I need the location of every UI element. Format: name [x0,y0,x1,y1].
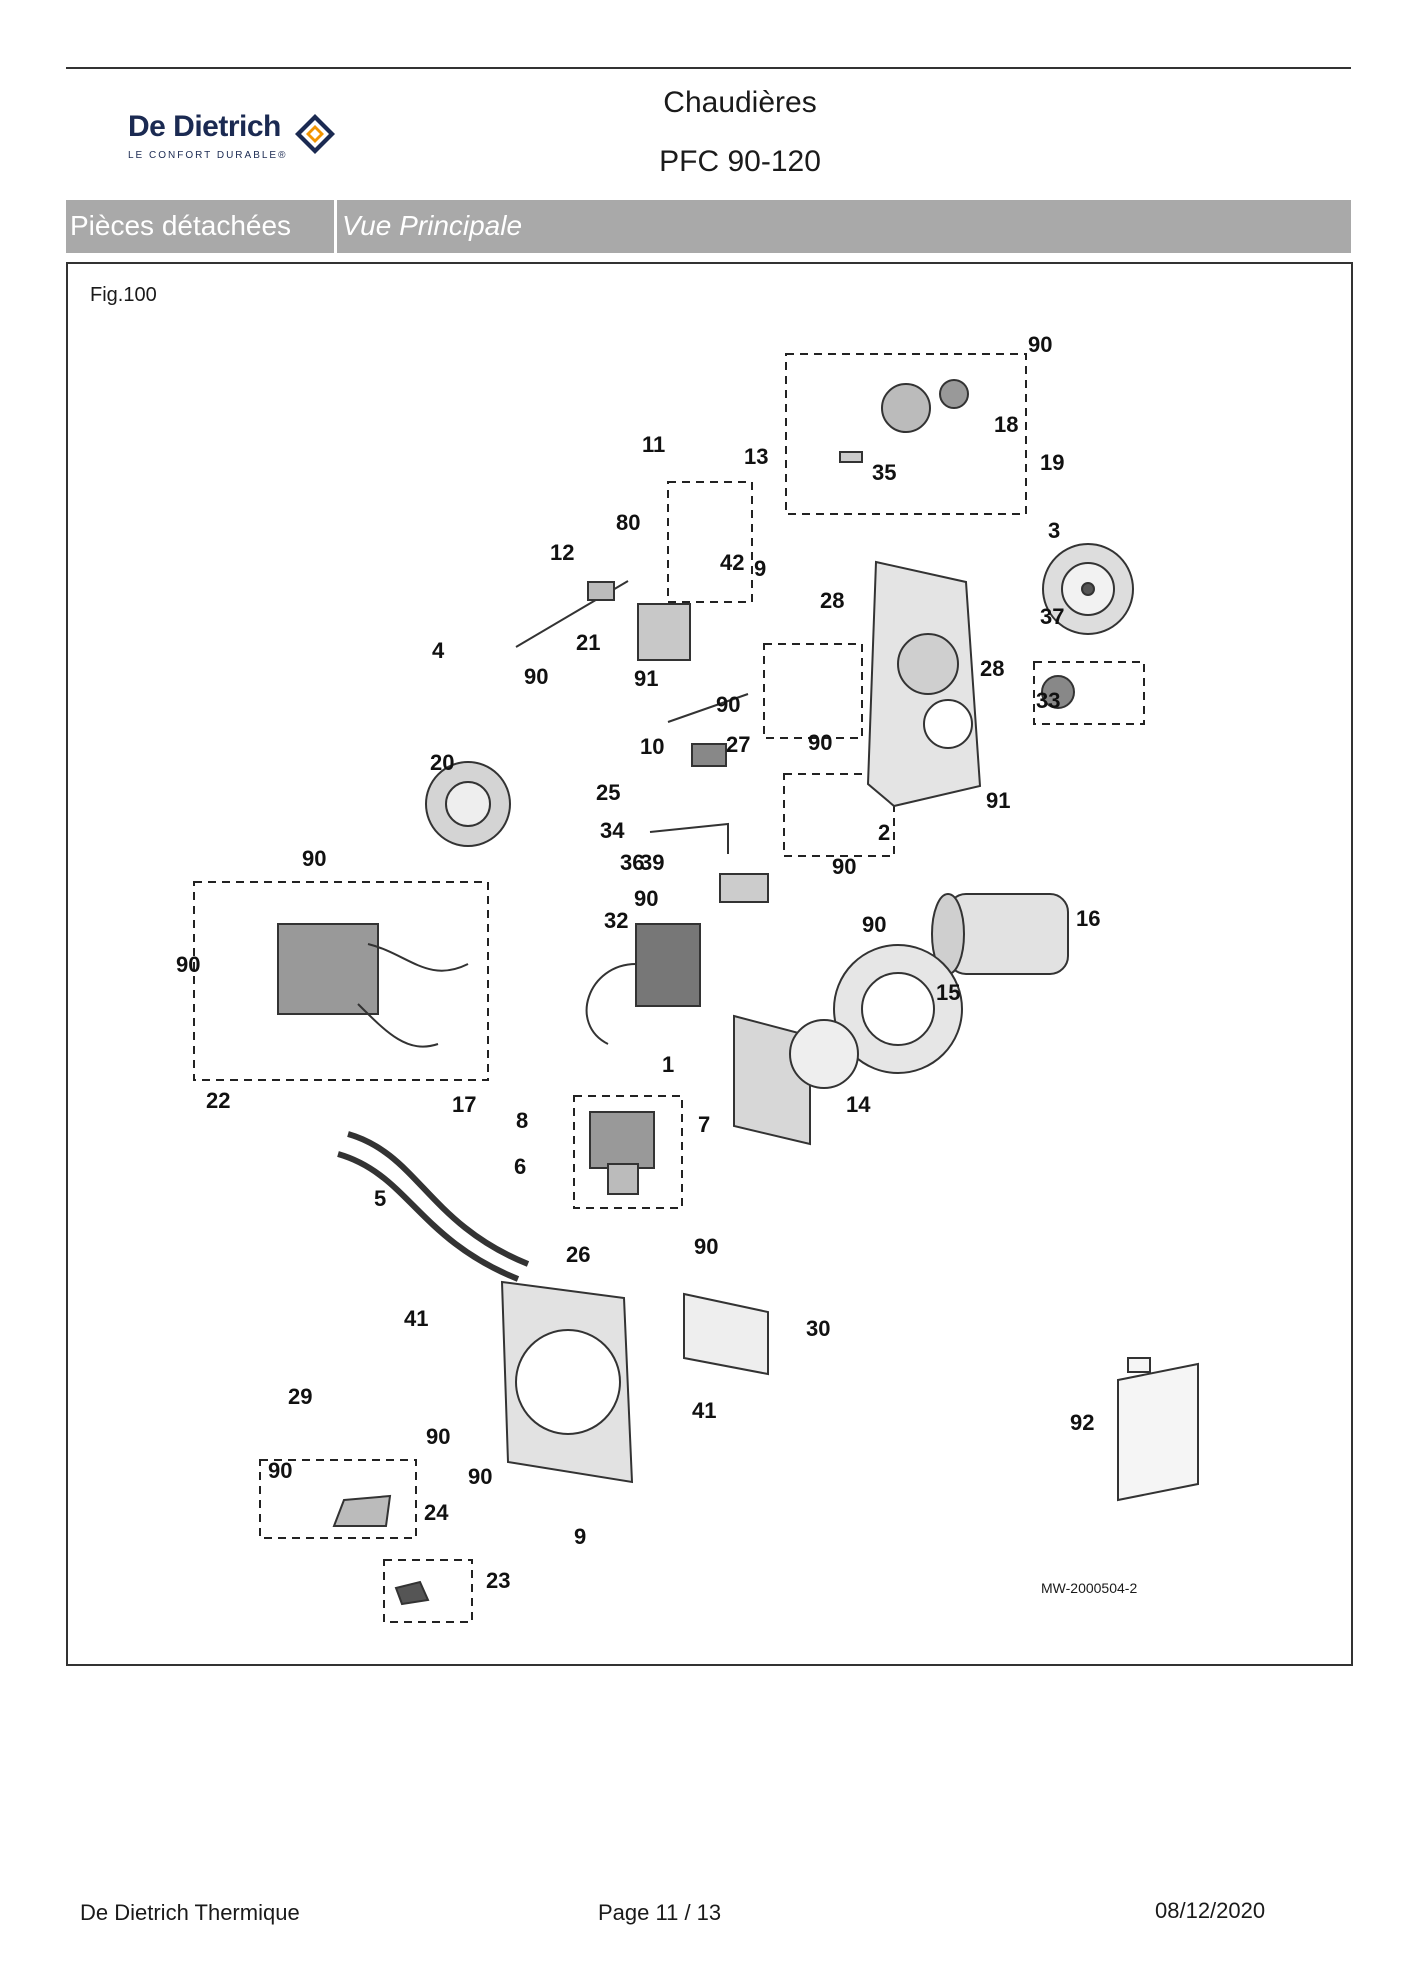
callout-90: 90 [268,1458,292,1483]
callout-91: 91 [634,666,658,691]
exploded-view-figure: Fig.100 [66,262,1353,1666]
band-divider [334,200,337,253]
callout-90: 90 [524,664,548,689]
figure-label: Fig.100 [90,284,157,306]
callout-23: 23 [486,1568,510,1593]
callout-35: 35 [872,460,896,485]
section-band: Pièces détachées Vue Principale [66,200,1351,253]
callout-41: 41 [692,1398,716,1423]
callout-25: 25 [596,780,620,805]
callout-27: 27 [726,732,750,757]
callout-9: 9 [574,1524,586,1549]
callout-14: 14 [846,1092,871,1117]
callout-39: 39 [640,850,664,875]
callout-20: 20 [430,750,454,775]
figure-reference: MW-2000504-2 [1041,1580,1138,1596]
footer-date: 08/12/2020 [1155,1898,1266,1923]
callout-36: 36 [620,850,644,875]
brand-name: De Dietrich [128,110,281,143]
section-label: Pièces détachées [70,210,292,241]
callout-90: 90 [468,1464,492,1489]
dashed-groups [193,353,1145,1623]
callout-16: 16 [1076,906,1100,931]
callout-90: 90 [832,854,856,879]
brand-tagline: LE CONFORT DURABLE® [128,150,288,161]
callout-41: 41 [404,1306,428,1331]
callout-91: 91 [986,788,1010,813]
callout-7: 7 [698,1112,710,1137]
section-view: Vue Principale [342,210,523,241]
callout-33: 33 [1036,688,1060,713]
top-rule [66,67,1351,69]
callout-90: 90 [1028,332,1052,357]
callout-24: 24 [424,1500,449,1525]
callout-8: 8 [516,1108,528,1133]
diamond-logo-icon [295,114,335,154]
callout-18: 18 [994,412,1018,437]
callout-90: 90 [862,912,886,937]
callout-11: 11 [642,432,665,457]
callout-32: 32 [604,908,628,933]
callout-6: 6 [514,1154,526,1179]
callout-90: 90 [426,1424,450,1449]
callout-90: 90 [176,952,200,977]
callout-80: 80 [616,510,640,535]
callout-10: 10 [640,734,664,759]
callout-22: 22 [206,1088,230,1113]
document-model: PFC 90-120 [659,145,821,178]
callout-12: 12 [550,540,574,565]
callout-90: 90 [808,730,832,755]
callout-90: 90 [694,1234,718,1259]
callout-21: 21 [576,630,600,655]
callout-3: 3 [1048,518,1060,543]
callout-34: 34 [600,818,625,843]
callout-42: 42 [720,550,744,575]
callout-28: 28 [980,656,1004,681]
callout-19: 19 [1040,450,1064,475]
callout-15: 15 [936,980,960,1005]
callout-4: 4 [432,638,445,663]
part-shapes [277,379,1199,1606]
callout-90: 90 [716,692,740,717]
callout-90: 90 [302,846,326,871]
callout-37: 37 [1040,604,1064,629]
callout-5: 5 [374,1186,386,1211]
document-title: Chaudières [663,86,817,119]
callout-17: 17 [452,1092,476,1117]
callout-9: 9 [754,556,766,581]
callout-30: 30 [806,1316,830,1341]
footer-page: Page 11 / 13 [598,1900,722,1925]
callout-26: 26 [566,1242,590,1267]
brand-logo: De Dietrich LE CONFORT DURABLE® [128,110,368,170]
footer-company: De Dietrich Thermique [80,1900,300,1925]
callout-1: 1 [662,1052,674,1077]
callout-29: 29 [288,1384,312,1409]
callout-90: 90 [634,886,658,911]
callout-2: 2 [878,820,890,845]
callout-92: 92 [1070,1410,1094,1435]
callout-28: 28 [820,588,844,613]
callout-13: 13 [744,444,768,469]
